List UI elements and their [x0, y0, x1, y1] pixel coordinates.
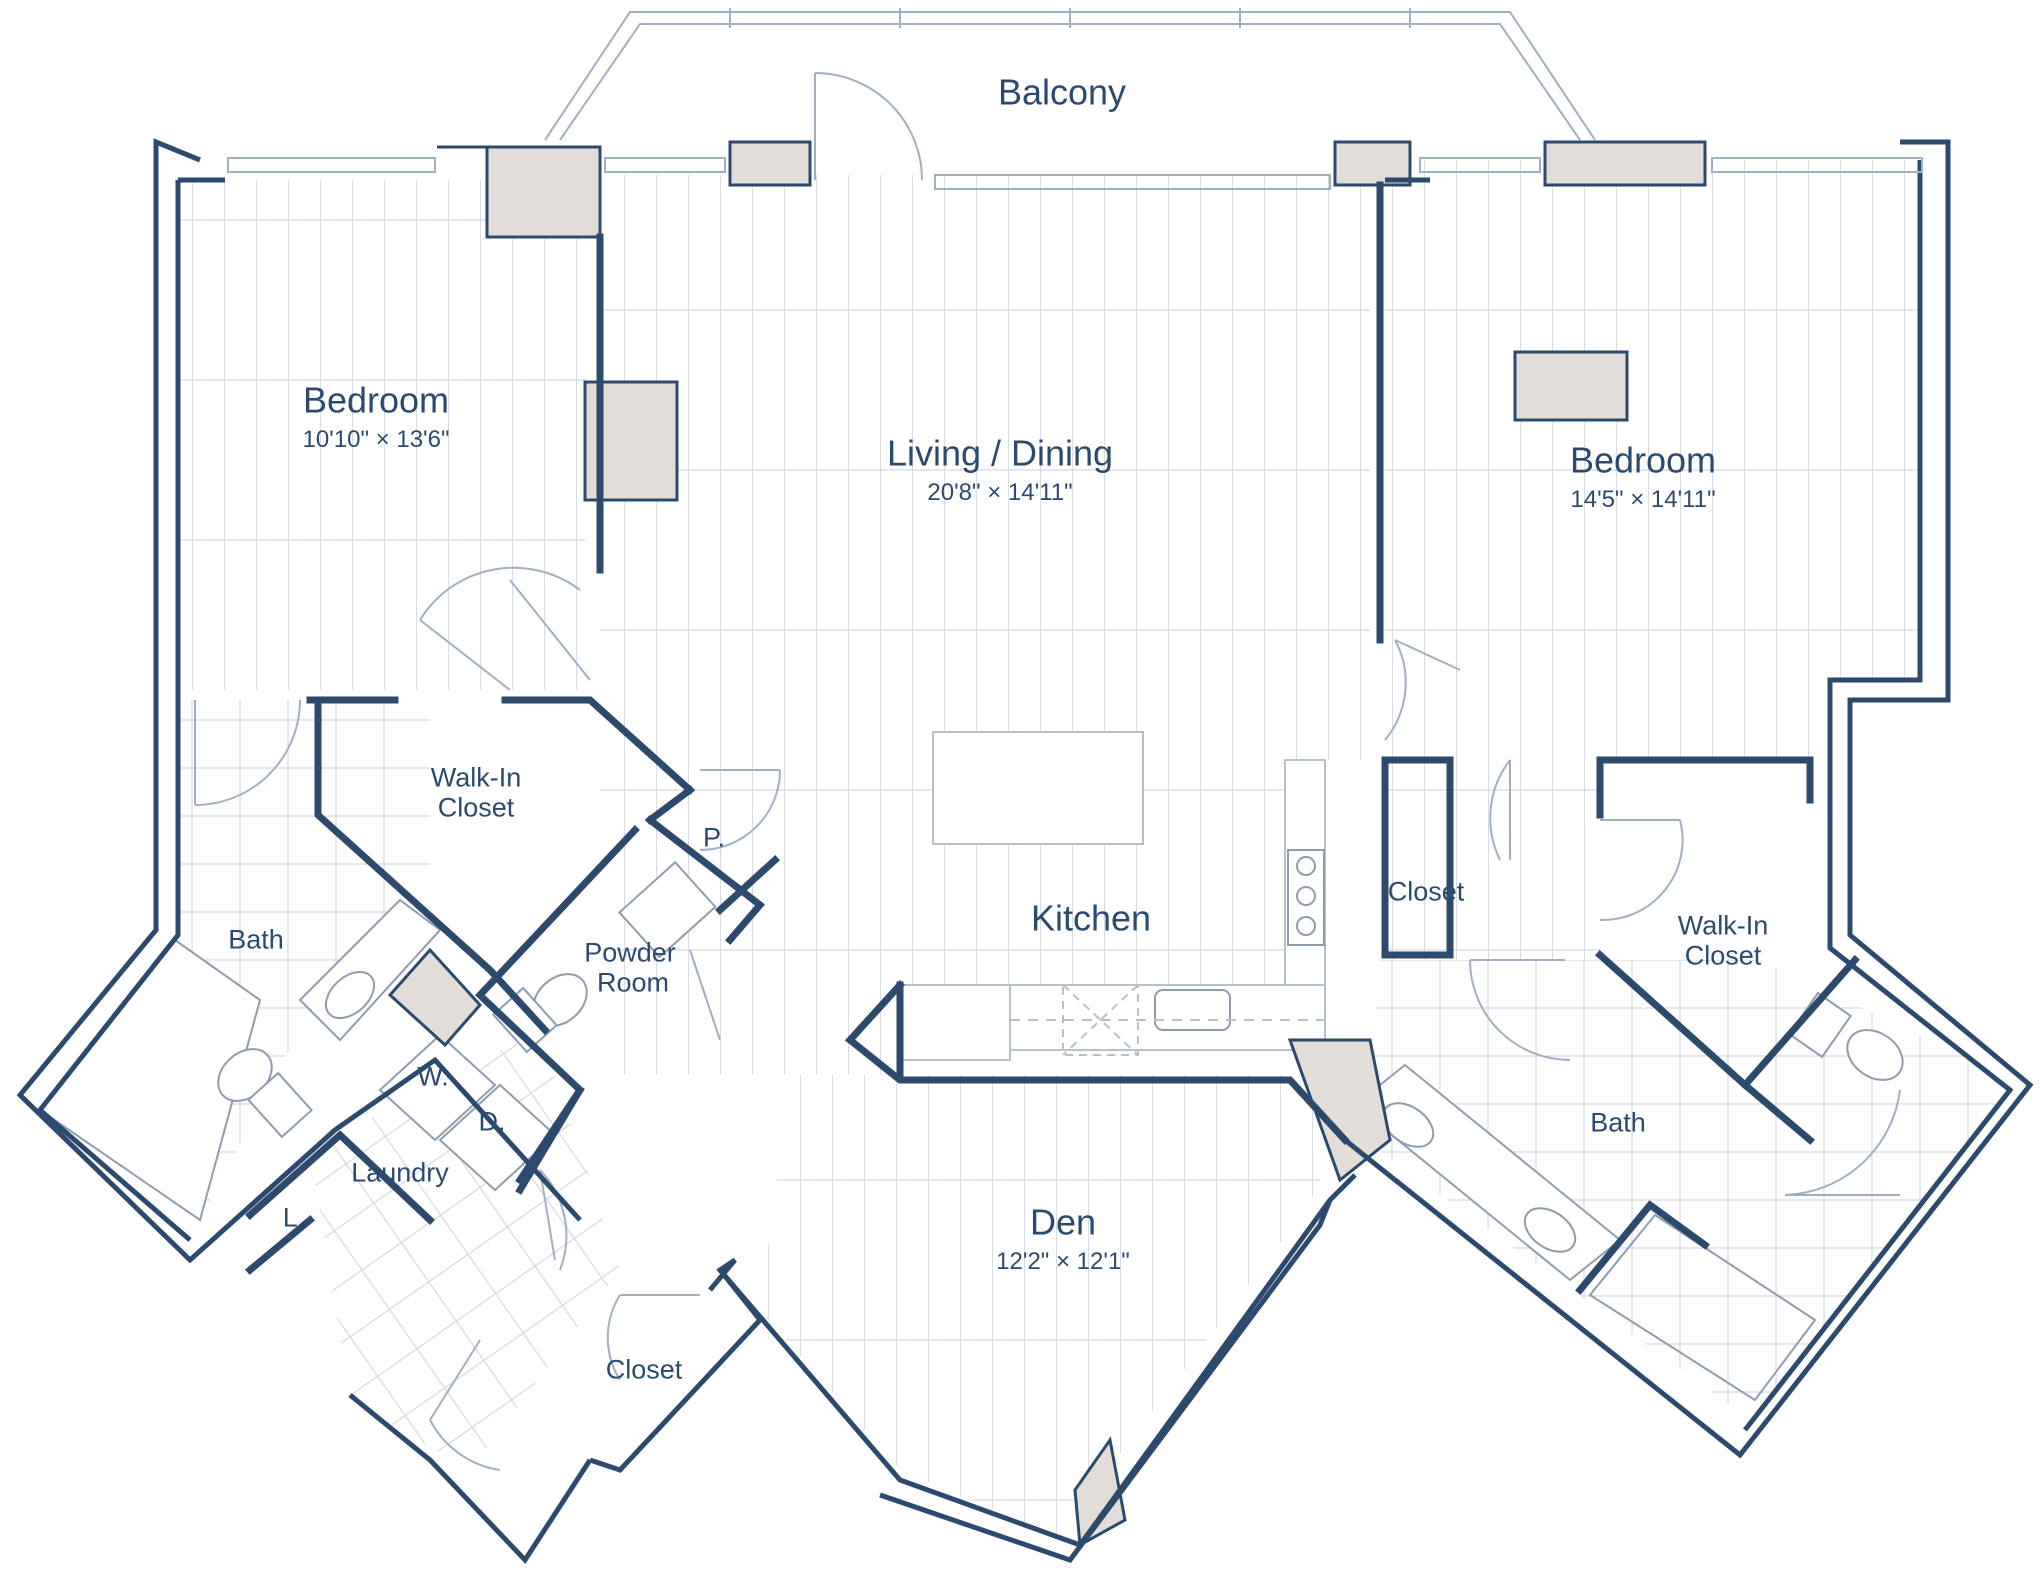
- left-bedroom-dimensions: 10'10" × 13'6": [302, 426, 450, 454]
- living-dining-dimensions: 20'8" × 14'11": [927, 479, 1073, 507]
- washer-label: W.: [417, 1061, 449, 1092]
- left-walkin-label-2: Closet: [437, 792, 515, 823]
- left-bath-vanity: [298, 898, 442, 1042]
- right-walkin-label-1: Walk-In: [1677, 910, 1769, 941]
- interior-walls: [245, 181, 1860, 1295]
- right-bedroom-dimensions: 14'5" × 14'11": [1570, 486, 1716, 514]
- powder-toilet: [491, 973, 588, 1054]
- right-walkin-label-2: Closet: [1684, 940, 1762, 971]
- door-swings: [194, 72, 1901, 1471]
- kitchen-island: [932, 731, 1144, 845]
- right-bedroom-floor: [1385, 160, 1920, 960]
- bottom-closet-label: Closet: [605, 1354, 683, 1385]
- powder-sink: [618, 860, 717, 959]
- dryer-label: D.: [478, 1106, 506, 1137]
- right-bath-shower: [1588, 1213, 1817, 1402]
- left-bath-label: Bath: [228, 924, 284, 955]
- balcony-label: Balcony: [997, 71, 1127, 113]
- interior-wall-blocks: [387, 140, 1707, 1548]
- left-bedroom-label: Bedroom: [302, 379, 450, 421]
- pantry-label: P.: [702, 822, 726, 853]
- dishwasher: [1062, 984, 1139, 1056]
- windows: [227, 157, 1923, 190]
- left-bedroom-floor: [178, 180, 585, 690]
- right-closet-label: Closet: [1387, 876, 1465, 907]
- exterior-walls: [16, 138, 2034, 1565]
- right-bedroom-label: Bedroom: [1569, 439, 1717, 481]
- left-bath-toilet: [217, 1048, 314, 1139]
- laundry-label: Laundry: [351, 1157, 449, 1188]
- den-label: Den: [1029, 1201, 1097, 1243]
- kitchen-sink: [1154, 989, 1231, 1031]
- kitchen-label: Kitchen: [1030, 897, 1152, 939]
- powder-room-label-1: Powder: [584, 937, 676, 968]
- den-floor: [760, 1075, 1330, 1545]
- right-bath-toilet: [1787, 991, 1904, 1081]
- right-bath-label: Bath: [1590, 1107, 1646, 1138]
- living-dining-label: Living / Dining: [886, 432, 1114, 474]
- living-floor: [600, 175, 1370, 1075]
- right-bath-floor: [1365, 960, 2015, 1420]
- balcony-railing-ticks: [729, 8, 1411, 28]
- powder-room-label-2: Room: [596, 967, 670, 998]
- den-dimensions: 12'2" × 12'1": [996, 1248, 1130, 1276]
- cooktop: [1287, 849, 1325, 946]
- left-walkin-label-1: Walk-In: [430, 762, 522, 793]
- linen-label: L.: [282, 1202, 306, 1233]
